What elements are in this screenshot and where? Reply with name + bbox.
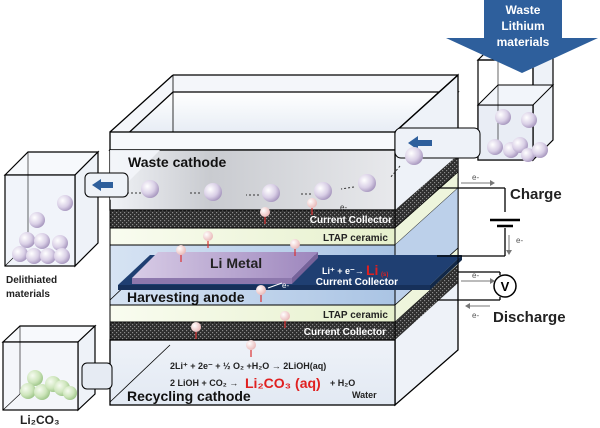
ltap-top-label: LTAP ceramic (323, 233, 388, 244)
electron-flow-arrows (461, 180, 512, 309)
anode-reaction-product: Li (366, 262, 378, 278)
main-cell (108, 73, 462, 407)
recycling-reaction-2-prefix: 2 LiOH + CO₂ → (170, 378, 238, 388)
current-collector-bottom-label: Current Collector (304, 327, 386, 338)
anode-reaction-state: (s) (381, 272, 388, 278)
circuit (437, 178, 506, 350)
electron-label-discharge-top: e- (472, 271, 479, 280)
down-arrow-icon (446, 0, 598, 73)
water-label: Water (352, 390, 377, 400)
battery-icon (490, 218, 520, 228)
ltap-bottom-label: LTAP ceramic (323, 310, 388, 321)
li2co3-container (1, 324, 97, 412)
recycling-reaction-2-suffix: + H₂O (330, 378, 355, 388)
delithiated-particles (12, 195, 73, 264)
electron-label-charge-side: e- (516, 236, 523, 245)
electron-label-charge-top: e- (472, 173, 479, 182)
waste-lithium-label-line1: Waste (506, 3, 541, 17)
anode-reaction-prefix: Li⁺ + e⁻→ (322, 266, 364, 276)
waste-cathode-layer (109, 149, 396, 211)
recycling-reaction-2-product: Li₂CO₃ (aq) (245, 375, 321, 391)
recycling-cathode-label: Recycling cathode (127, 388, 251, 404)
outlet-tube-bottom (81, 362, 113, 390)
delithiated-container (3, 150, 100, 268)
li-ion-icons (176, 198, 317, 357)
waste-lithium-label-line3: materials (497, 35, 550, 49)
recycling-cathode-layer (109, 339, 396, 406)
side-collector-bottom (395, 265, 458, 340)
waste-cathode-particles (141, 147, 423, 202)
charge-label: Charge (510, 186, 562, 203)
li2co3-particles (20, 370, 77, 400)
left-arrow-icon (92, 179, 113, 191)
cell-rim (109, 131, 396, 151)
electron-label-cathode: e- (340, 203, 347, 212)
particle-flow-arrows (128, 165, 401, 196)
current-collector-mid-label: Current Collector (316, 277, 398, 288)
waste-lithium-label-line2: Lithium (501, 19, 544, 33)
current-collector-top-label: Current Collector (310, 215, 392, 226)
waste-lithium-particles (487, 109, 548, 162)
li2co3-label: Li₂CO₃ (20, 413, 60, 427)
side-collector-top (395, 155, 458, 228)
waste-cathode-label: Waste cathode (128, 154, 226, 170)
electron-label-discharge-bottom: e- (472, 311, 479, 320)
outlet-tube-top (84, 172, 129, 198)
harvesting-anode-label: Harvesting anode (127, 289, 245, 305)
voltmeter-icon: V (493, 274, 517, 298)
li-metal-label: Li Metal (210, 255, 262, 271)
discharge-label: Discharge (493, 309, 566, 326)
delithiated-label-line2: materials (6, 289, 50, 300)
electron-label-anode: e- (282, 281, 289, 290)
recycling-reaction-1: 2Li⁺ + 2e⁻ + ½ O₂ +H₂O → 2LiOH(aq) (170, 361, 326, 371)
left-arrow-icon (408, 136, 432, 150)
delithiated-label-line1: Delithiated (6, 275, 57, 286)
li-metal-slab (132, 252, 318, 278)
voltmeter-label: V (501, 279, 510, 294)
